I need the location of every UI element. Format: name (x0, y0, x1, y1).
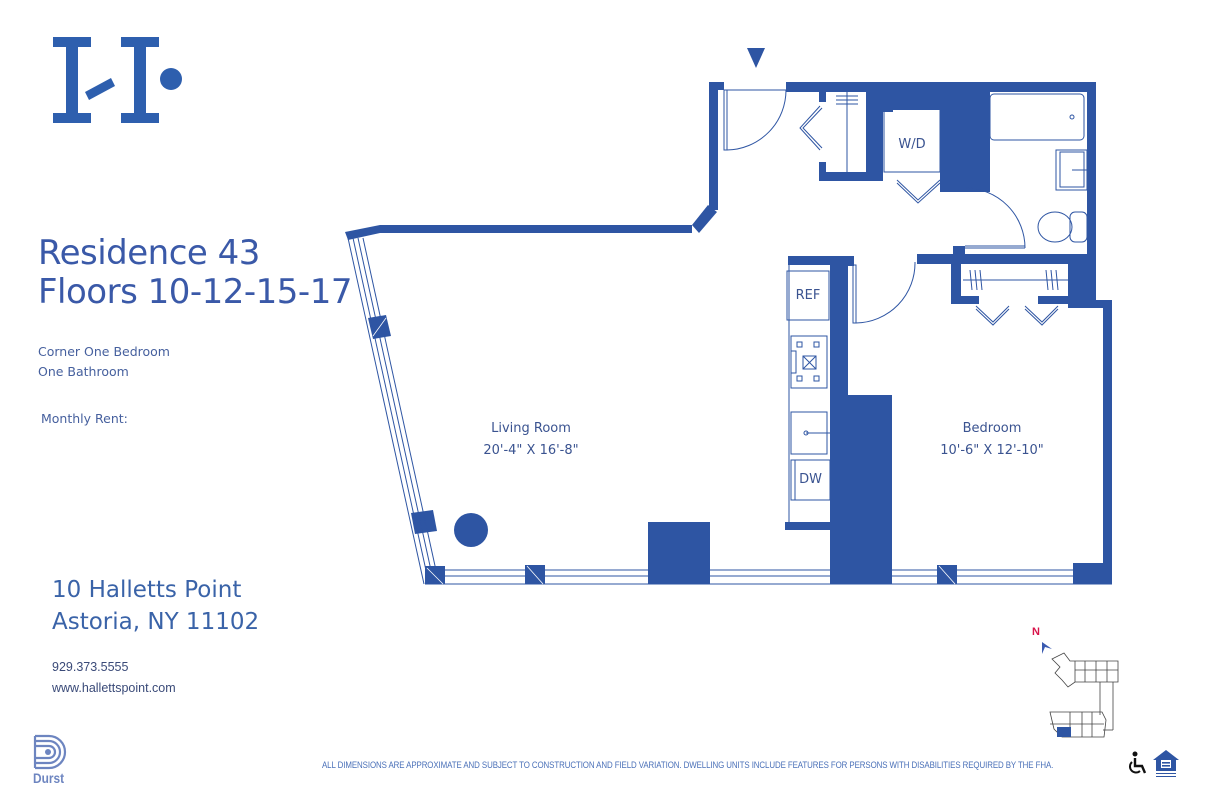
living-room-dimensions: 20'-4" X 16'-8" (483, 443, 579, 458)
key-plan-icon (1042, 642, 1119, 738)
wheelchair-accessible-icon (1129, 751, 1147, 774)
residence-name: Residence 43 (38, 233, 260, 273)
dishwasher-label: DW (799, 472, 822, 487)
halletts-point-logo-icon (53, 37, 182, 123)
residence-title: Residence 43 Floors 10-12-15-17 (38, 234, 352, 312)
website-link[interactable]: www.hallettspoint.com (52, 681, 176, 695)
equal-housing-opportunity-icon (1153, 750, 1179, 777)
unit-info: Corner One Bedroom One Bathroom (38, 342, 170, 382)
north-label: N (1032, 626, 1040, 638)
living-room-label: Living Room 20'-4" X 16'-8" (441, 418, 621, 462)
floors-label: Floors 10-12-15-17 (38, 272, 352, 312)
durst-logo-icon (33, 734, 67, 770)
monthly-rent-label: Monthly Rent: (41, 411, 128, 426)
entry-arrow-icon (747, 48, 765, 68)
washer-dryer-label: W/D (898, 137, 926, 152)
living-room-name: Living Room (491, 421, 571, 436)
unit-type: Corner One Bedroom (38, 344, 170, 359)
durst-name: Durst (33, 770, 65, 786)
address-line1: 10 Halletts Point (52, 577, 242, 603)
address: 10 Halletts Point Astoria, NY 11102 (52, 574, 259, 638)
unit-highlight (1057, 727, 1071, 737)
address-line2: Astoria, NY 11102 (52, 609, 260, 635)
refrigerator-label: REF (795, 288, 821, 303)
bedroom-name: Bedroom (962, 421, 1022, 436)
phone-number[interactable]: 929.373.5555 (52, 660, 129, 674)
contact-info: 929.373.5555 www.hallettspoint.com (52, 657, 176, 699)
disclaimer-text: ALL DIMENSIONS ARE APPROXIMATE AND SUBJE… (322, 760, 1054, 770)
bedroom-label: Bedroom 10'-6" X 12'-10" (902, 418, 1082, 462)
unit-baths: One Bathroom (38, 364, 129, 379)
bedroom-dimensions: 10'-6" X 12'-10" (940, 443, 1044, 458)
